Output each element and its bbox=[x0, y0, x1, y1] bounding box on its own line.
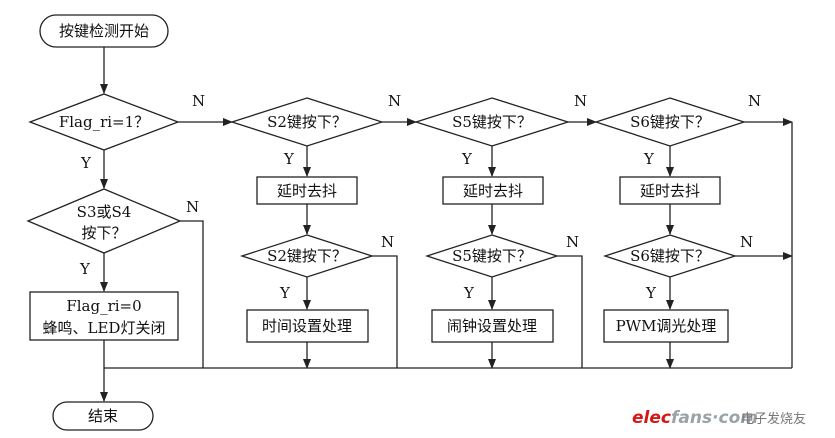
decision-s2-confirm: S2键按下？ bbox=[239, 234, 375, 278]
s5-yes-label: Y bbox=[461, 150, 473, 168]
decision-s2-label: S2键按下？ bbox=[267, 113, 347, 131]
start-terminal: 按键检测开始 bbox=[39, 14, 169, 48]
s5b-no-label: N bbox=[566, 233, 579, 251]
decision-s3-s4-label-2: 按下？ bbox=[81, 224, 126, 242]
decision-s2: S2键按下？ bbox=[229, 97, 385, 147]
decision-s3-s4: S3或S4 按下？ bbox=[26, 188, 182, 254]
s6-yes-label: Y bbox=[643, 150, 655, 168]
decision-s6: S6键按下？ bbox=[593, 97, 747, 147]
s2b-no-label: N bbox=[381, 233, 394, 251]
s6-no-label: N bbox=[748, 92, 761, 110]
process-s6-delay-label: 延时去抖 bbox=[640, 182, 700, 200]
flag-yes-label: Y bbox=[80, 154, 92, 172]
s6b-no-label: N bbox=[740, 233, 753, 251]
decision-s6-confirm: S6键按下？ bbox=[602, 234, 738, 278]
decision-s3-s4-label-1: S3或S4 bbox=[77, 203, 132, 221]
decision-s2-confirm-label: S2键按下？ bbox=[267, 247, 347, 265]
end-label: 结束 bbox=[88, 407, 118, 425]
decision-s6-confirm-label: S6键按下？ bbox=[630, 247, 710, 265]
watermark-cn-text: 电子发烧友 bbox=[741, 411, 806, 427]
flow-s2b-no bbox=[372, 255, 398, 368]
flow-s34-no bbox=[180, 220, 204, 368]
flag-no-label: N bbox=[192, 92, 205, 110]
process-flag-reset: Flag_ri=0 蜂鸣、LED灯关闭 bbox=[29, 291, 179, 341]
decision-s5-label: S5键按下？ bbox=[452, 113, 532, 131]
process-s5-delay: 延时去抖 bbox=[442, 176, 544, 205]
s2-yes-label: Y bbox=[283, 150, 295, 168]
process-s2-delay-label: 延时去抖 bbox=[277, 182, 337, 200]
process-alarm-setting-label: 闹钟设置处理 bbox=[447, 317, 537, 335]
process-s2-delay: 延时去抖 bbox=[256, 176, 358, 205]
process-flag-reset-label-2: 蜂鸣、LED灯关闭 bbox=[43, 319, 166, 337]
s5b-yes-label: Y bbox=[463, 284, 475, 302]
decision-s5: S5键按下？ bbox=[413, 97, 571, 147]
process-alarm-setting: 闹钟设置处理 bbox=[431, 309, 554, 343]
s34-yes-label: Y bbox=[79, 260, 91, 278]
end-terminal: 结束 bbox=[52, 401, 154, 431]
process-time-setting-label: 时间设置处理 bbox=[262, 317, 352, 335]
decision-s5-confirm: S5键按下？ bbox=[424, 234, 560, 278]
process-s6-delay: 延时去抖 bbox=[619, 176, 721, 205]
s2b-yes-label: Y bbox=[279, 284, 291, 302]
s2-no-label: N bbox=[388, 92, 401, 110]
process-s5-delay-label: 延时去抖 bbox=[463, 182, 523, 200]
decision-s5-confirm-label: S5键按下？ bbox=[452, 247, 532, 265]
process-pwm-dimming: PWM调光处理 bbox=[603, 309, 729, 343]
s6b-yes-label: Y bbox=[645, 284, 657, 302]
watermark-logo-text: elecfans·com bbox=[632, 408, 758, 428]
process-flag-reset-label-1: Flag_ri=0 bbox=[66, 297, 141, 315]
watermark-logo: elecfans·com 电子发烧友 bbox=[632, 408, 806, 428]
process-pwm-dimming-label: PWM调光处理 bbox=[616, 317, 717, 335]
flow-s5b-no bbox=[557, 255, 583, 368]
decision-s6-label: S6键按下？ bbox=[630, 113, 710, 131]
process-time-setting: 时间设置处理 bbox=[246, 309, 369, 343]
start-label: 按键检测开始 bbox=[59, 22, 149, 40]
s34-no-label: N bbox=[186, 198, 199, 216]
s5-no-label: N bbox=[574, 92, 587, 110]
decision-flag-ri: Flag_ri=1？ bbox=[28, 93, 180, 151]
decision-flag-ri-label: Flag_ri=1？ bbox=[59, 113, 149, 131]
